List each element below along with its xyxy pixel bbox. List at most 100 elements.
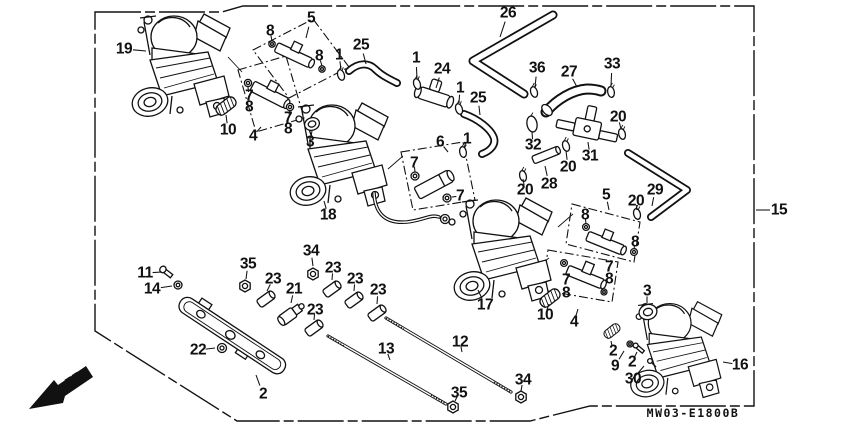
screw-2b [632,342,646,355]
part-callout-33: 33 [603,55,621,73]
leader-line [606,201,610,211]
part-callout-23: 23 [264,270,282,288]
leader-line [477,289,483,299]
part-callout-1: 1 [411,49,421,67]
part-callout-8: 8 [580,206,590,224]
leader-line [319,60,323,67]
part-callout-35: 35 [239,255,257,273]
part-callout-5: 5 [306,9,316,27]
leader-line [463,142,467,149]
leader-line [458,94,461,104]
part-callout-18: 18 [319,206,337,224]
part-callout-23: 23 [306,301,324,319]
leader-line [610,340,613,347]
diagram-border [94,5,755,422]
leader-line [353,284,356,292]
part-callout-12: 12 [451,333,469,351]
part-callout-1: 1 [455,79,465,97]
part-callout-3: 3 [642,282,652,300]
part-callout-20: 20 [609,108,627,126]
part-callout-4: 4 [569,313,579,331]
bolt-11 [159,265,174,279]
leader-line [454,396,458,402]
joint-pipe-5a [274,40,316,69]
leader-line [633,245,636,250]
part-callout-23: 23 [324,259,342,277]
hose-clamps [334,64,644,221]
part-callout-29: 29 [646,181,664,199]
leader-line [435,77,440,89]
part-callout-1: 1 [334,46,344,64]
joint-pipe-5b [585,228,628,256]
leader-line [387,353,391,361]
part-callout-21: 21 [285,280,303,298]
leader-line [584,218,587,225]
hose-26 [468,10,558,99]
leader-line [339,61,342,70]
leader-line [205,347,216,350]
part-callout-6: 6 [435,133,445,151]
hose-25-right [460,110,499,158]
leader-line [288,109,291,115]
part-callout-24: 24 [433,60,451,78]
leader-line [610,72,613,87]
leader-line [415,66,418,80]
part-callout-13: 13 [377,340,395,358]
part-callout-19: 19 [115,40,133,58]
bracket-2 [178,296,287,375]
part-callout-27: 27 [560,63,578,81]
leader-line [152,271,163,274]
leader-line [460,346,463,353]
part-callout-2: 2 [608,342,618,360]
part-callout-22: 22 [189,341,207,359]
leader-line [310,130,313,138]
part-callout-8: 8 [283,120,293,138]
tube-28 [531,145,562,164]
part-callout-23: 23 [346,270,364,288]
leader-line [266,284,271,292]
part-callout-16: 16 [731,356,749,374]
springs [213,94,623,341]
leader-line [270,35,273,42]
part-callout-20: 20 [627,192,645,210]
hose-29 [624,149,691,221]
leader-line [572,78,578,88]
leader-line [546,303,550,311]
leader-line [651,197,655,207]
leader-line [478,105,481,116]
leader-line [225,114,228,124]
leader-line [635,204,638,211]
part-callout-23: 23 [369,281,387,299]
joint-pipe-6 [413,169,455,200]
part-callout-28: 28 [540,175,558,193]
carburetor-17 [450,197,553,305]
leader-line [544,165,548,177]
leader-line [247,86,250,93]
part-callout-34: 34 [302,242,320,260]
leader-line [331,273,334,281]
part-callout-7: 7 [604,258,614,276]
part-callout-7: 7 [455,187,465,205]
leader-line [160,285,173,289]
screw-30 [646,357,657,368]
rubber-cap-3b [638,303,658,321]
part-callout-7: 7 [561,271,571,289]
part-callout-31: 31 [581,147,599,165]
part-callout-7: 7 [409,154,419,172]
part-callout-7: 7 [244,87,254,105]
leader-line [245,270,248,280]
hose-27 [540,83,607,118]
part-callout-34: 34 [514,371,532,389]
part-callout-17: 17 [476,296,494,314]
part-callout-10: 10 [219,121,237,139]
carburetor-19 [128,13,231,121]
part-callout-10: 10 [536,306,554,324]
leader-line [637,365,645,374]
part-callout-2: 2 [627,353,637,371]
joint-31 [555,105,619,143]
part-callout-15: 15 [770,201,788,219]
leader-line [413,166,416,173]
part-callout-2: 2 [258,385,268,403]
part-callout-3: 3 [305,133,315,151]
